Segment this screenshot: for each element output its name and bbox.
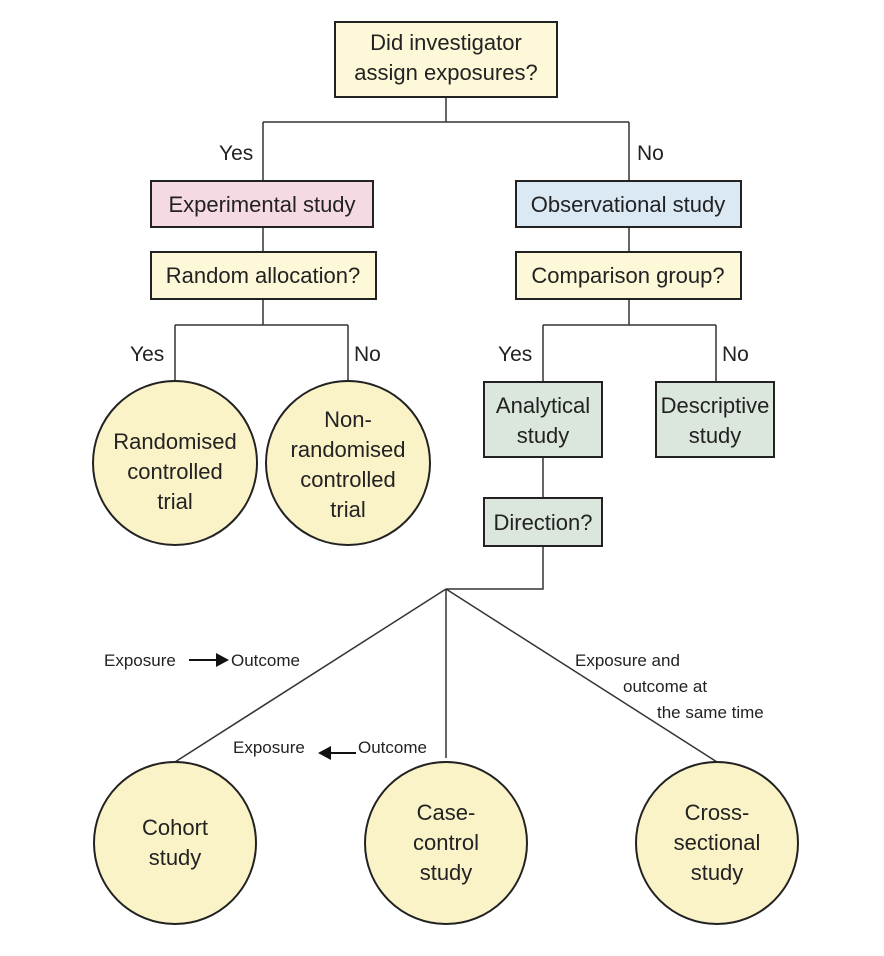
case-control-line-2: control — [413, 830, 479, 855]
case-control-line-3: study — [420, 860, 473, 885]
cross-label-line-1: Exposure and — [575, 651, 680, 670]
random-allocation-box: Random allocation? — [150, 251, 377, 300]
cohort-outcome-text: Outcome — [231, 651, 300, 670]
root-line-1: Did investigator — [370, 30, 522, 55]
comparison-group-label: Comparison group? — [531, 263, 724, 288]
cohort-line-1: Cohort — [142, 815, 208, 840]
descriptive-line-1: Descriptive — [661, 393, 770, 418]
direction-label: Direction? — [493, 510, 592, 535]
rct-line-2: controlled — [127, 459, 222, 484]
observational-study-label: Observational study — [531, 192, 725, 217]
rct-line-1: Randomised — [113, 429, 237, 454]
arrow-right-icon — [216, 653, 229, 667]
observational-study-box: Observational study — [515, 180, 742, 228]
connector-direction-hub — [446, 546, 544, 590]
descriptive-line-2: study — [689, 423, 742, 448]
cohort-study-circle: Cohort study — [93, 761, 257, 925]
edge-label-random-no: No — [354, 343, 381, 366]
experimental-study-label: Experimental study — [168, 192, 355, 217]
rct-line-3: trial — [157, 489, 192, 514]
edge-label-comparison-no: No — [722, 343, 749, 366]
case-control-line-1: Case- — [417, 800, 476, 825]
rct-circle: Randomised controlled trial — [92, 380, 258, 546]
analytical-study-box: Analytical study — [483, 381, 603, 458]
arrow-left-icon — [318, 746, 331, 760]
analytical-line-2: study — [517, 423, 570, 448]
connector-hub-cross-sectional — [445, 588, 718, 763]
direction-box: Direction? — [483, 497, 603, 547]
non-rct-circle: Non- randomised controlled trial — [265, 380, 431, 546]
cross-sectional-line-2: sectional — [674, 830, 761, 855]
cross-sectional-line-3: study — [691, 860, 744, 885]
non-rct-line-3: controlled — [300, 467, 395, 492]
case-control-direction-label: Exposure Outcome — [233, 738, 427, 760]
edge-label-root-yes: Yes — [219, 142, 253, 165]
analytical-line-1: Analytical — [496, 393, 590, 418]
comparison-group-box: Comparison group? — [515, 251, 742, 300]
connector-hub-cohort — [174, 588, 447, 763]
case-control-study-circle: Case- control study — [364, 761, 528, 925]
edge-label-comparison-yes: Yes — [498, 343, 532, 366]
edge-label-root-no: No — [637, 142, 664, 165]
cohort-line-2: study — [149, 845, 202, 870]
descriptive-study-box: Descriptive study — [655, 381, 775, 458]
connectors — [174, 97, 718, 763]
cross-sectional-direction-label: Exposure and outcome at the same time — [575, 651, 764, 722]
case-exposure-text: Exposure — [233, 738, 305, 757]
cohort-direction-label: Exposure Outcome — [104, 651, 300, 670]
cross-sectional-line-1: Cross- — [685, 800, 750, 825]
non-rct-line-2: randomised — [291, 437, 406, 462]
cross-sectional-study-circle: Cross- sectional study — [635, 761, 799, 925]
experimental-study-box: Experimental study — [150, 180, 374, 228]
non-rct-line-1: Non- — [324, 407, 372, 432]
non-rct-line-4: trial — [330, 497, 365, 522]
edge-label-random-yes: Yes — [130, 343, 164, 366]
case-outcome-text: Outcome — [358, 738, 427, 757]
question-box-root: Did investigator assign exposures? — [334, 21, 558, 98]
random-allocation-label: Random allocation? — [166, 263, 360, 288]
cohort-exposure-text: Exposure — [104, 651, 176, 670]
root-line-2: assign exposures? — [354, 60, 537, 85]
cross-label-line-3: the same time — [657, 703, 764, 722]
cross-label-line-2: outcome at — [623, 677, 707, 696]
